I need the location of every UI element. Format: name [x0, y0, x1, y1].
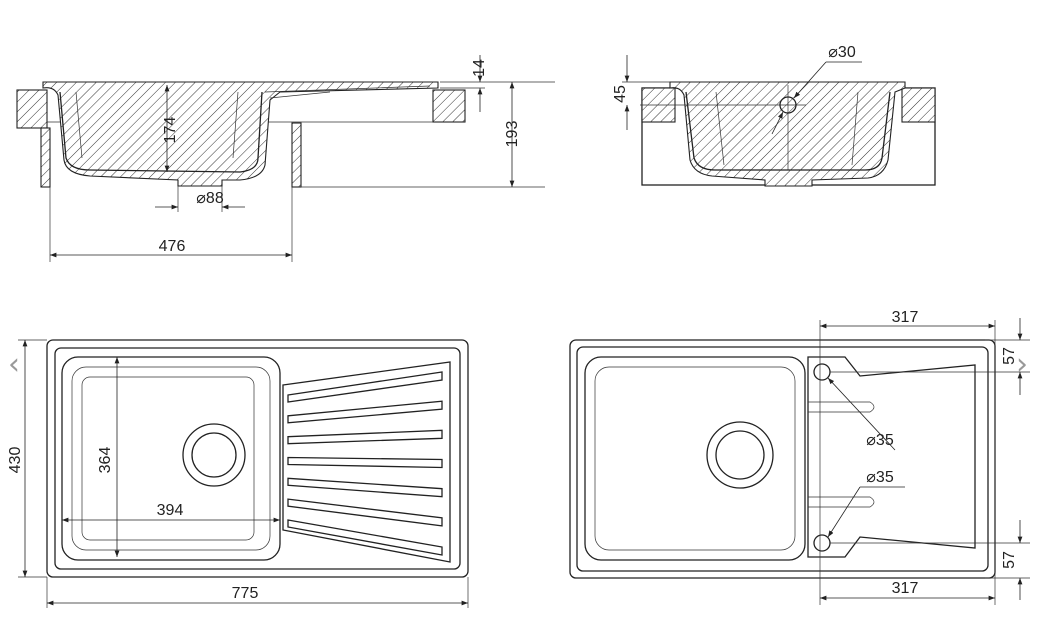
drainboard-outline — [807, 356, 976, 558]
side-section-view: 14 193 174 ⌀88 476 — [16, 55, 555, 262]
cabinet-wall-right — [291, 122, 302, 188]
dim-hole1-diameter: ⌀35 — [866, 432, 894, 449]
dim-rim-height: 14 — [471, 59, 488, 77]
countertop-left — [16, 89, 48, 129]
drainboard-rib — [287, 477, 443, 498]
dim-cabinet-width: 476 — [159, 238, 186, 255]
drainboard-rib — [287, 498, 443, 527]
dim-hole2-diameter: ⌀35 — [866, 469, 894, 486]
cabinet-wall-left — [40, 127, 51, 188]
dim-bowl-length: 394 — [157, 502, 184, 519]
drainboard-ribs — [282, 361, 451, 563]
dim-total-height: 193 — [504, 121, 521, 148]
dim-bowl-width: 364 — [97, 447, 114, 474]
drainboard-outline — [282, 361, 451, 563]
dim-bowl-depth: 174 — [162, 117, 179, 144]
dim-hole-offset-bottom: 317 — [892, 580, 919, 597]
drainboard-rib — [287, 456, 443, 469]
dim-overall-width: 430 — [7, 447, 24, 474]
chevron-right-icon[interactable]: › — [1016, 347, 1028, 382]
tap-hole-1 — [813, 363, 831, 381]
end-section-view: ⌀30 45 — [612, 44, 936, 187]
countertop-right — [432, 89, 466, 123]
sink-body-section — [669, 81, 906, 187]
drainboard-rib — [287, 400, 443, 424]
dim-hole-edge-bottom: 57 — [1001, 551, 1018, 569]
top-view-left: 430 364 394 775 — [7, 339, 469, 608]
drainboard-rib — [287, 519, 443, 556]
drain-outlet — [706, 421, 774, 489]
dim-drain-diameter: ⌀88 — [196, 190, 224, 207]
dim-hole-edge-top: 57 — [1001, 347, 1018, 365]
drainboard-rib — [287, 429, 443, 445]
dim-overall-length: 775 — [232, 585, 259, 602]
countertop-right — [901, 87, 936, 123]
dim-hole-offset-top: 317 — [892, 309, 919, 326]
dim-tap-hole-offset: 45 — [612, 85, 629, 103]
sink-body-section — [42, 81, 439, 187]
chevron-left-icon[interactable]: ‹ — [8, 347, 20, 382]
dim-tap-hole-diameter: ⌀30 — [828, 44, 856, 61]
tap-hole-2 — [813, 534, 831, 552]
drainboard-rib — [287, 371, 443, 403]
drain-outlet — [182, 423, 246, 487]
top-view-right: 317 57 ⌀35 ⌀35 57 317 — [569, 309, 1030, 605]
tap-hole — [779, 96, 797, 114]
